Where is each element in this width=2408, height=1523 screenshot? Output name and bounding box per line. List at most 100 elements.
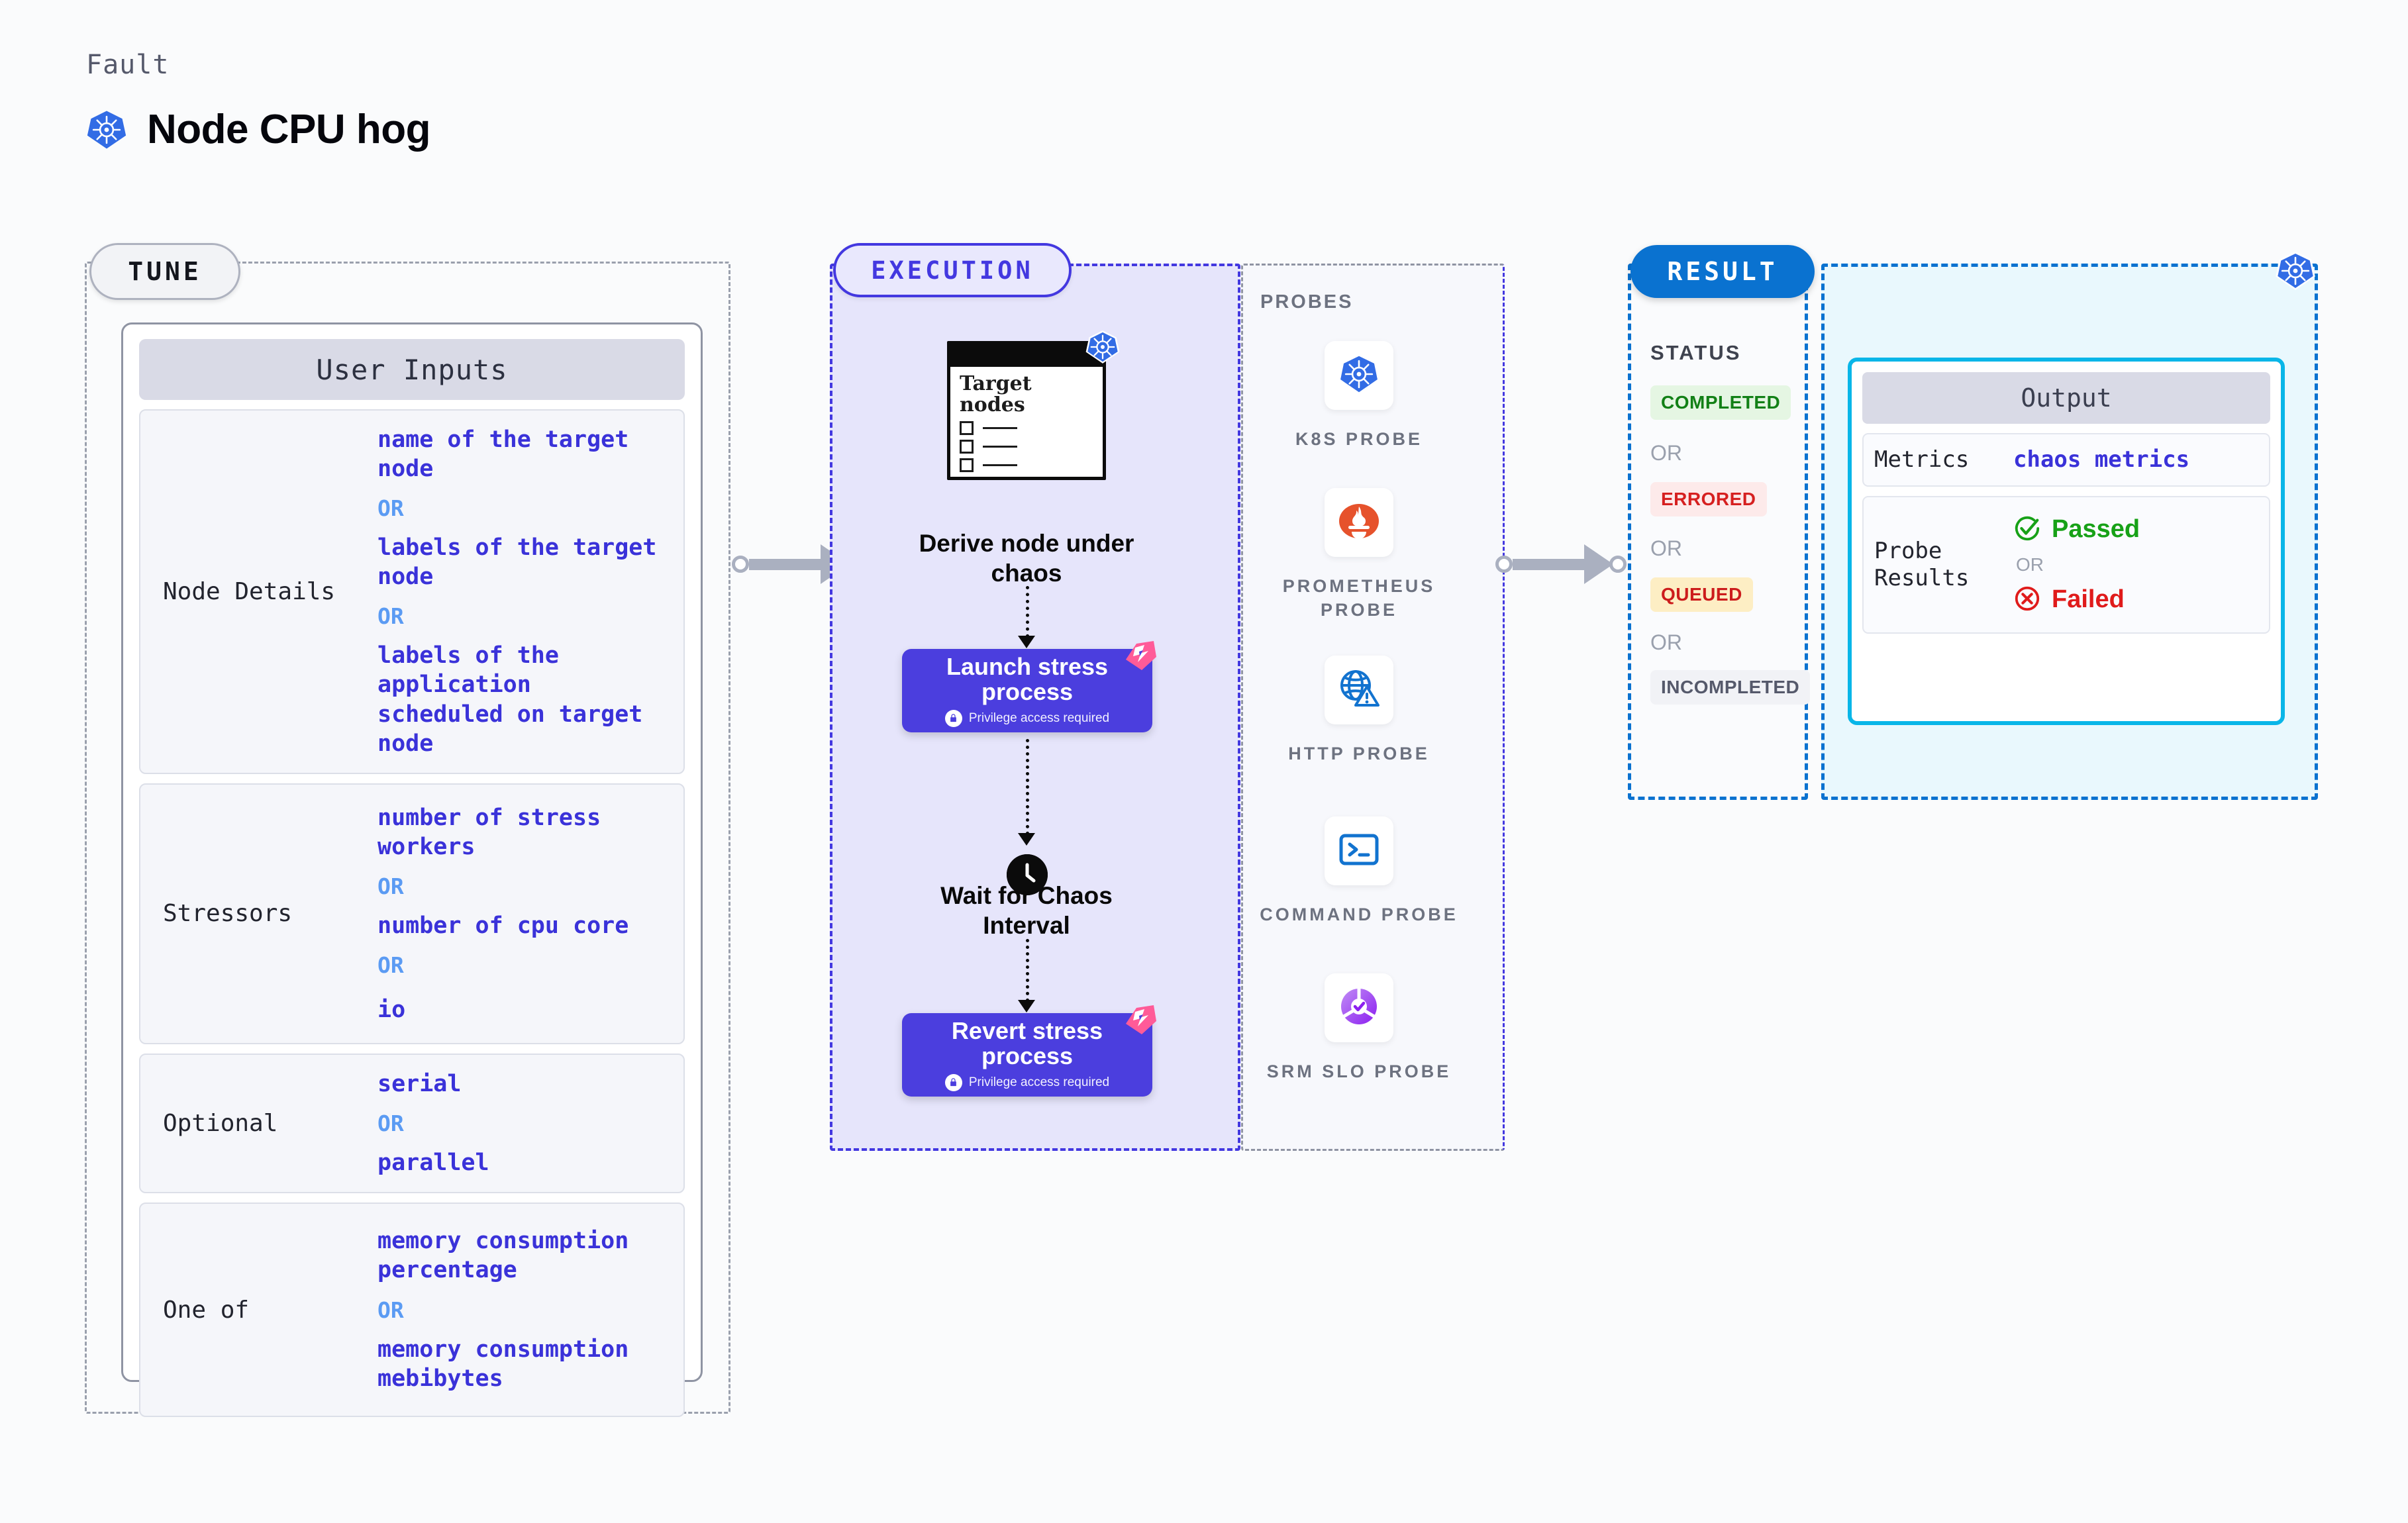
probe-tile-k8s[interactable] — [1325, 341, 1393, 410]
flow-arrowhead — [1018, 636, 1035, 648]
or-separator: OR — [377, 1297, 404, 1323]
target-nodes-card: Target nodes — [947, 341, 1106, 480]
checkbox-row — [960, 439, 1093, 454]
or-separator: OR — [2016, 554, 2044, 575]
or-separator: OR — [1650, 630, 1682, 654]
status-title: STATUS — [1650, 341, 1742, 364]
kubernetes-icon — [1085, 329, 1121, 368]
checkbox-icon — [960, 420, 974, 435]
probes-title: PROBES — [1260, 291, 1354, 313]
action-revert-stress-process[interactable]: Revert stress process Privilege access r… — [902, 1005, 1156, 1097]
target-nodes-title: Target nodes — [960, 372, 1032, 417]
probe-result-passed: Passed — [2013, 515, 2140, 545]
input-value: parallel — [377, 1150, 489, 1177]
list-line — [983, 464, 1017, 466]
action-launch-stress-process[interactable]: Launch stress process Privilege access r… — [902, 641, 1156, 732]
output-card: Output Metrics chaos metrics Probe Resul… — [1848, 358, 2285, 725]
connector-shaft — [1513, 558, 1584, 570]
input-row-optional: Optional serial OR parallel — [139, 1054, 685, 1194]
probe-result-failed: Failed — [2013, 585, 2140, 615]
status-badge-queued: QUEUED — [1650, 577, 1753, 612]
input-row-values: number of stress workers OR number of cp… — [377, 803, 672, 1024]
input-row-values: memory consumption percentage OR memory … — [377, 1226, 672, 1393]
probe-label-prometheus: PROMETHEUS PROBE — [1282, 576, 1436, 620]
execution-pill-label: EXECUTION — [833, 243, 1072, 297]
probe-result-label: Passed — [2052, 515, 2140, 544]
checkbox-row — [960, 458, 1093, 472]
fault-kicker: Fault — [86, 50, 170, 80]
input-value: labels of the application scheduled on t… — [377, 642, 643, 757]
x-circle-icon — [2013, 585, 2041, 615]
input-row-stressors: Stressors number of stress workers OR nu… — [139, 783, 685, 1045]
output-row-probe-results: Probe Results Passed OR — [1862, 495, 2270, 634]
probe-tile-command[interactable] — [1325, 816, 1393, 885]
probe-label-srm-slo: SRM SLO PROBE — [1266, 1061, 1452, 1081]
flow-arrow — [1026, 739, 1029, 835]
kubernetes-icon — [1338, 354, 1380, 397]
probe-tile-prometheus[interactable] — [1325, 488, 1393, 557]
probe-label-k8s: K8S PROBE — [1295, 429, 1423, 449]
status-badge-errored: ERRORED — [1650, 482, 1767, 516]
litmus-ribbon-icon — [1122, 640, 1158, 674]
or-separator: OR — [377, 1110, 404, 1137]
output-row-value: chaos metrics — [2013, 446, 2190, 473]
check-circle-icon — [2013, 515, 2041, 545]
status-badge-incompleted: INCOMPLETED — [1650, 670, 1811, 705]
privilege-note: Privilege access required — [944, 1073, 1110, 1091]
connector-shaft — [749, 558, 821, 570]
list-line — [983, 445, 1017, 448]
flow-arrowhead — [1018, 833, 1035, 846]
input-row-values: serial OR parallel — [377, 1069, 672, 1177]
connector-execution-to-result — [1495, 544, 1627, 584]
input-row-label: Stressors — [163, 900, 293, 928]
checkbox-icon — [960, 458, 974, 472]
output-row-metrics: Metrics chaos metrics — [1862, 433, 2270, 487]
or-separator: OR — [377, 873, 404, 899]
or-separator: OR — [377, 952, 404, 979]
input-value: serial — [377, 1071, 462, 1098]
input-value: memory consumption mebibytes — [377, 1336, 629, 1392]
globe-warning-icon — [1338, 668, 1380, 712]
action-title: Launch stress process — [946, 653, 1109, 705]
action-title: Revert stress process — [951, 1017, 1103, 1069]
srm-slo-icon — [1338, 986, 1380, 1030]
progress-bar — [960, 478, 994, 480]
flow-arrow — [1026, 586, 1029, 638]
probe-result-label: Failed — [2052, 585, 2125, 614]
list-line — [983, 426, 1017, 429]
probe-tile-http[interactable] — [1325, 656, 1393, 724]
privilege-note-text: Privilege access required — [968, 711, 1110, 725]
terminal-icon — [1338, 833, 1380, 869]
step-label-derive-node: Derive node under chaos — [919, 530, 1134, 587]
input-value: name of the target node — [377, 426, 629, 483]
checkbox-row — [960, 420, 1093, 435]
input-row-label: One of — [163, 1296, 250, 1324]
clock-icon — [1007, 854, 1048, 895]
checkbox-icon — [960, 439, 974, 454]
prometheus-icon — [1337, 501, 1381, 544]
privilege-note-text: Privilege access required — [968, 1075, 1110, 1089]
or-separator: OR — [377, 495, 404, 522]
input-value: number of cpu core — [377, 912, 629, 939]
connector-start-dot — [1495, 556, 1513, 573]
connector-start-dot — [732, 556, 749, 573]
input-row-label: Optional — [163, 1110, 278, 1138]
kubernetes-icon — [2275, 250, 2316, 294]
input-value: labels of the target node — [377, 534, 657, 591]
litmus-ribbon-icon — [1122, 1004, 1158, 1038]
result-pill-label: RESULT — [1630, 245, 1815, 298]
output-row-label: Probe Results — [1874, 538, 1970, 591]
probe-label-command: COMMAND PROBE — [1260, 905, 1458, 924]
or-separator: OR — [1650, 441, 1682, 465]
tune-pill-label: TUNE — [89, 243, 240, 300]
probe-result-values: Passed OR Failed — [2013, 515, 2140, 615]
output-title: Output — [1862, 372, 2270, 424]
status-badge-completed: COMPLETED — [1650, 385, 1791, 420]
lock-icon — [944, 1073, 962, 1091]
connector-arrowhead — [1584, 544, 1613, 584]
input-value: io — [377, 997, 406, 1024]
probe-tile-srm-slo[interactable] — [1325, 973, 1393, 1042]
input-row-node-details: Node Details name of the target node OR … — [139, 409, 685, 774]
connector-end-dot — [1609, 556, 1627, 573]
